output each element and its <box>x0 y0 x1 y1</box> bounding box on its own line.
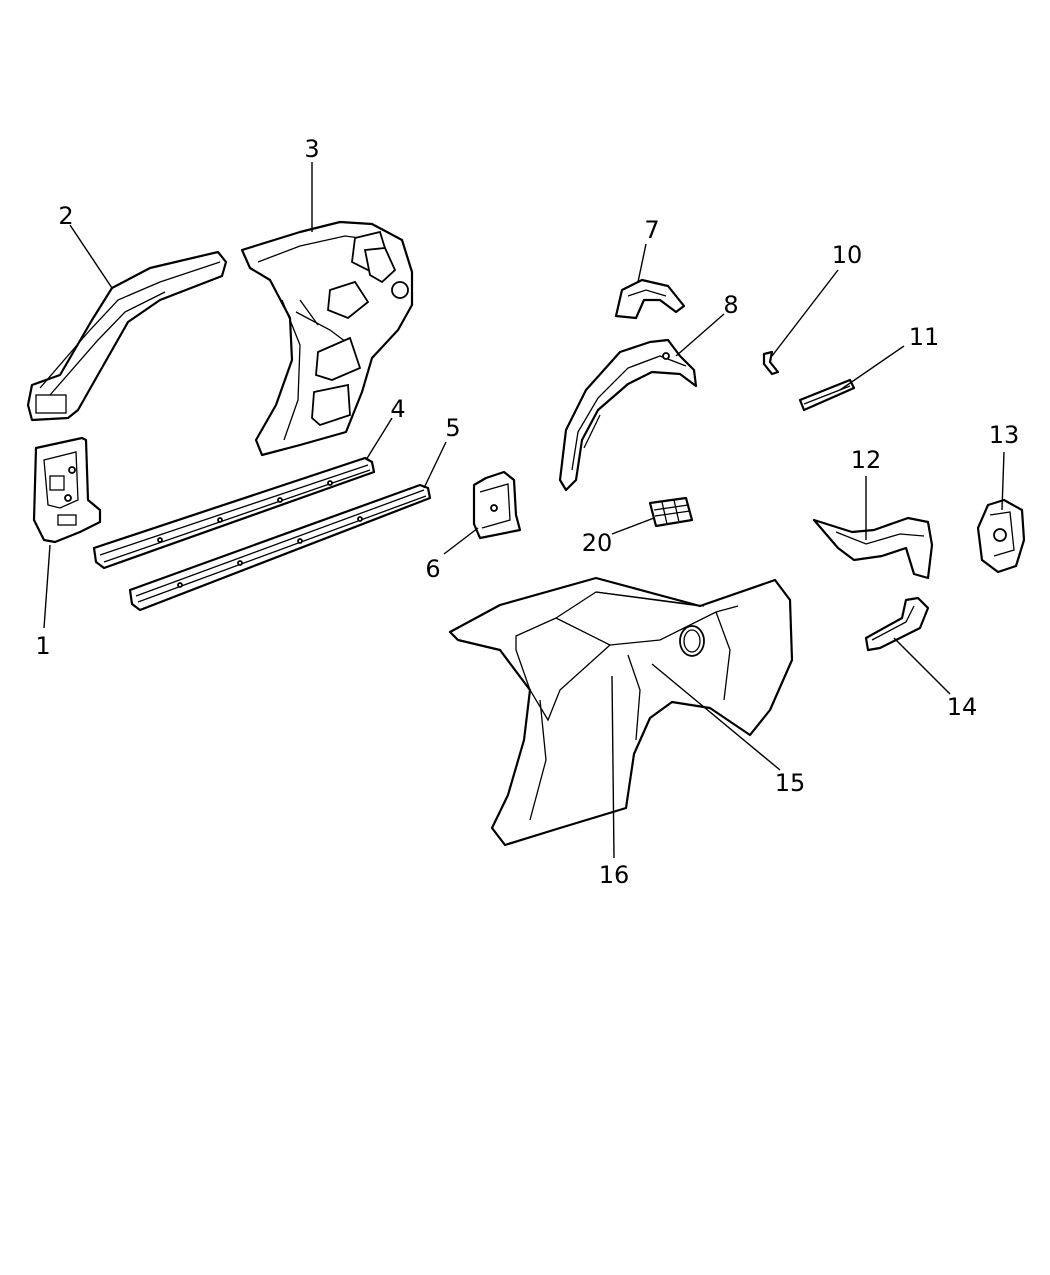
callout-6: 6 <box>425 555 440 583</box>
callout-2: 2 <box>58 202 73 230</box>
leader-6 <box>443 527 479 555</box>
part-14-closeout-bracket <box>864 596 930 652</box>
callout-8: 8 <box>723 291 738 319</box>
callout-13: 13 <box>989 421 1020 449</box>
callout-14: 14 <box>947 693 978 721</box>
leader-13 <box>1001 451 1005 511</box>
part-11-bracket-strip <box>798 378 856 412</box>
part-20-vent-grille <box>648 496 694 528</box>
callout-10: 10 <box>832 241 863 269</box>
callout-4: 4 <box>390 395 405 423</box>
leader-16 <box>611 675 615 859</box>
part-15-16-quarter-panel <box>448 576 794 847</box>
part-5-outer-sill <box>128 483 432 612</box>
leader-11 <box>839 345 905 391</box>
part-10-clip <box>762 350 780 376</box>
leader-15 <box>651 663 781 771</box>
callout-20: 20 <box>582 529 613 557</box>
leader-14 <box>893 637 951 695</box>
callout-12: 12 <box>851 446 882 474</box>
part-1-hinge-pillar <box>32 436 102 544</box>
part-7-wheelhouse-cap <box>614 278 686 320</box>
leader-lines <box>43 162 1005 859</box>
callout-7: 7 <box>644 216 659 244</box>
callout-labels: 1 2 3 4 5 6 7 8 10 11 12 13 14 15 16 20 <box>35 135 1019 889</box>
callout-11: 11 <box>909 323 940 351</box>
part-8-wheelhouse-outer <box>558 338 698 492</box>
part-3-body-side-inner <box>240 220 414 457</box>
leader-7 <box>637 243 647 283</box>
callout-16: 16 <box>599 861 630 889</box>
part-6-pillar-bracket <box>472 470 522 540</box>
callout-15: 15 <box>775 769 806 797</box>
leader-10 <box>771 269 839 357</box>
callout-1: 1 <box>35 632 50 660</box>
part-13-tail-lamp-housing <box>976 498 1026 574</box>
part-4-inner-sill <box>92 456 376 570</box>
callout-5: 5 <box>445 414 460 442</box>
part-12-rear-rail-extension <box>812 516 934 580</box>
leader-4 <box>365 417 393 461</box>
leader-20 <box>611 517 655 535</box>
part-2-a-pillar-rail <box>26 250 228 422</box>
leader-1 <box>43 544 51 629</box>
leader-8 <box>675 313 725 357</box>
callout-3: 3 <box>304 135 319 163</box>
leader-5 <box>423 441 447 489</box>
leader-2 <box>69 224 113 289</box>
